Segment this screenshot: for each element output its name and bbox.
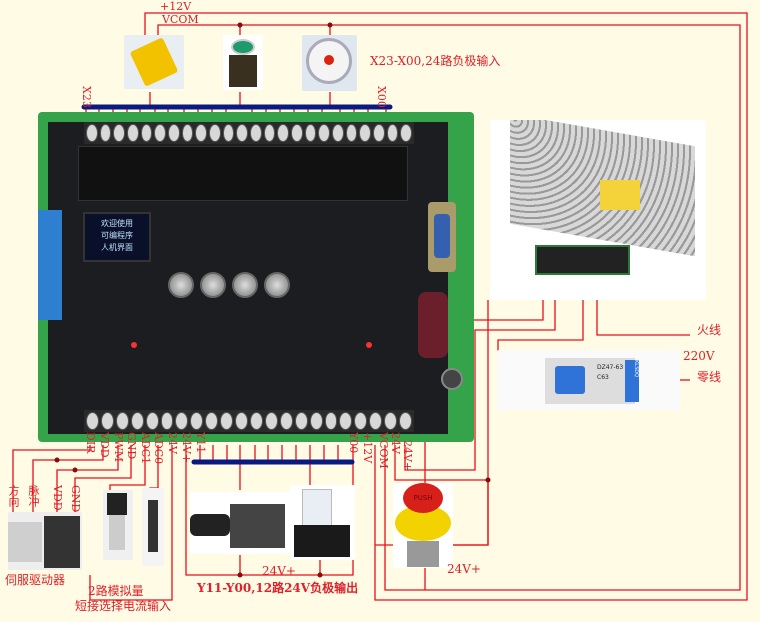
terminal-label: ADC0	[152, 432, 165, 465]
servo-caption: 伺服驱动器	[5, 573, 66, 587]
estop-24v-label: 24V+	[447, 562, 481, 576]
vcom-label: VCOM	[162, 13, 199, 26]
led-indicator	[366, 342, 372, 348]
mini-din-port[interactable]	[441, 368, 463, 390]
terminal-label: VDD	[98, 432, 111, 458]
breaker-model: DZ47-63	[597, 364, 624, 371]
electrolytic-capacitors	[418, 292, 448, 358]
input-title: X23-X00,24路负极输入	[370, 54, 501, 68]
breaker-rating: C63	[597, 374, 609, 381]
x23-label: X23	[80, 86, 93, 108]
terminal-label: 24V+	[180, 432, 193, 464]
servo-driver-image	[8, 512, 82, 570]
terminal-label: Y11	[194, 432, 207, 454]
top-terminal-block	[84, 122, 414, 144]
plus12v-label: +12V	[160, 0, 192, 13]
bottom-terminal-block	[84, 410, 414, 432]
terminal-label: Y00	[347, 432, 360, 454]
led-indicator	[131, 342, 137, 348]
potentiometers[interactable]	[38, 210, 62, 320]
terminal-label: VCOM	[377, 432, 390, 469]
x00-label: X00	[375, 86, 388, 108]
power-supply-image	[490, 120, 706, 300]
terminal-label: DIR	[84, 432, 97, 454]
db9-serial-port[interactable]	[428, 202, 456, 272]
output-caption: Y11-Y00,12路24V负极输出	[197, 581, 359, 595]
neutral-wire-label: 零线	[697, 370, 722, 384]
terminal-label: GND	[125, 432, 138, 460]
terminal-label: ADC1	[139, 432, 152, 465]
servo-direction-label: 方向	[7, 485, 20, 507]
servo-gnd-label: GND	[69, 485, 82, 513]
capacitors	[168, 272, 290, 298]
voltage-label: 220V	[683, 349, 715, 363]
terminal-label: PWM	[112, 432, 125, 462]
oled-line: 欢迎使用	[101, 219, 133, 228]
analog-caption-1: 2路模拟量	[88, 584, 144, 598]
terminal-label: 24V-	[166, 432, 179, 457]
oled-line: 人机界面	[101, 243, 133, 252]
pressure-transmitter-image	[103, 490, 133, 560]
pcb	[38, 122, 463, 434]
proximity-sensor-image	[124, 35, 184, 89]
oled-line: 可编程序	[101, 231, 133, 240]
live-wire-label: 火线	[697, 323, 722, 337]
circuit-breaker-image: DZ47-63 C63 KLSDQ	[497, 350, 680, 410]
terminal-label: +12V	[361, 432, 374, 464]
analog-caption-2: 短接选择电流输入	[75, 599, 172, 613]
estop-push-text: PUSH	[403, 483, 443, 513]
emergency-stop-image: PUSH	[393, 483, 453, 568]
breaker-brand: KLSDQ	[625, 360, 639, 402]
solenoid-valve-image	[190, 492, 290, 554]
pressure-gauge-image	[302, 35, 357, 91]
relay-image	[290, 485, 355, 560]
output-24v-label: 24V+	[262, 564, 296, 578]
servo-vdd-label: VDD	[51, 485, 64, 511]
push-button-image	[223, 35, 263, 90]
oled-display: 欢迎使用 可编程序 人机界面	[83, 212, 151, 262]
terminal-label: 24V+	[401, 440, 414, 472]
servo-pulse-label: 脉冲	[27, 485, 40, 507]
terminal-label: 24V-	[389, 432, 402, 457]
displacement-sensor-image	[142, 488, 164, 566]
